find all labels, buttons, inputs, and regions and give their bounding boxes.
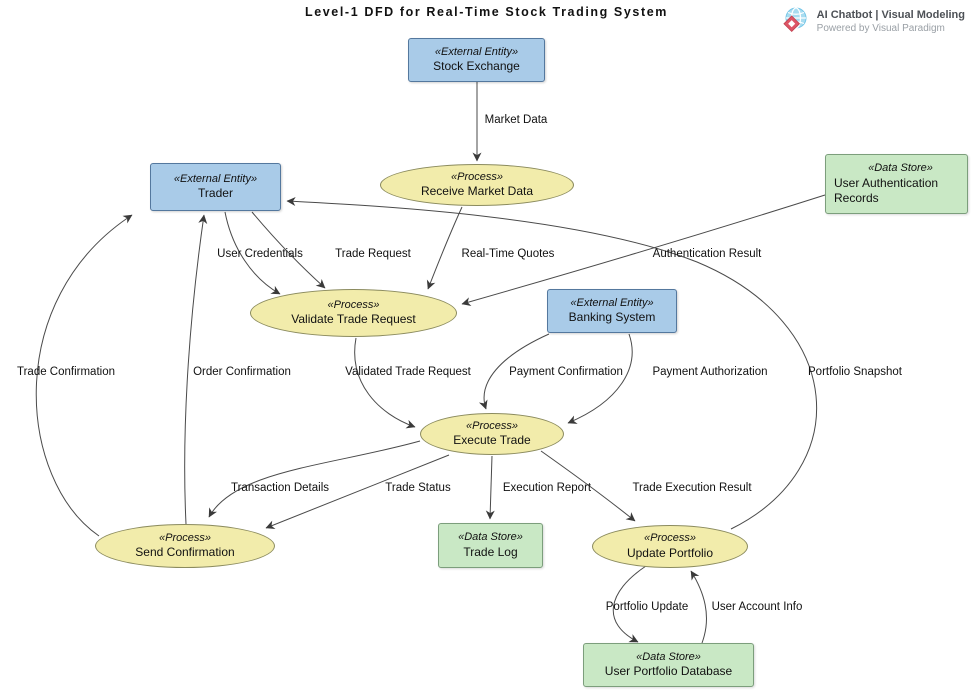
node-trader[interactable]: «External Entity»Trader <box>150 163 281 211</box>
node-stereotype: «External Entity» <box>570 296 654 309</box>
edge-execution-report <box>485 455 495 520</box>
edge-trade-status <box>265 454 450 530</box>
node-name: Execute Trade <box>453 433 531 448</box>
node-send-confirmation[interactable]: «Process»Send Confirmation <box>95 524 275 568</box>
edge-payment-authorization <box>567 333 633 424</box>
node-stereotype: «Data Store» <box>636 650 701 663</box>
edge-user-account-info <box>690 570 707 644</box>
edge-label-execution-report: Execution Report <box>502 482 592 494</box>
node-name: Update Portfolio <box>626 545 714 560</box>
edge-label-order-confirmation: Order Confirmation <box>193 366 291 378</box>
node-stereotype: «Process» <box>451 170 503 183</box>
edge-order-confirmation <box>184 214 208 525</box>
edge-portfolio-snapshot <box>286 196 818 530</box>
node-stereotype: «External Entity» <box>173 172 258 185</box>
node-name: User Authentication Records <box>834 175 939 205</box>
edge-label-validated-trade-request: Validated Trade Request <box>345 366 471 378</box>
node-name: Send Confirmation <box>135 545 235 560</box>
node-execute-trade[interactable]: «Process»Execute Trade <box>420 413 564 455</box>
branding-line2: Powered by Visual Paradigm <box>816 22 945 34</box>
edge-transaction-details <box>208 440 421 518</box>
edge-label-market-data: Market Data <box>484 114 548 126</box>
node-stereotype: «Process» <box>466 419 518 432</box>
edge-label-transaction-details: Transaction Details <box>230 482 330 494</box>
edge-label-user-account-info: User Account Info <box>711 601 803 613</box>
branding: AI Chatbot | Visual Modeling Powered by … <box>780 6 965 36</box>
node-user-portfolio-database[interactable]: «Data Store»User Portfolio Database <box>583 643 754 687</box>
node-stereotype: «Process» <box>159 531 211 544</box>
node-trade-log[interactable]: «Data Store»Trade Log <box>438 523 543 568</box>
node-banking-system[interactable]: «External Entity»Banking System <box>547 289 677 333</box>
node-name: Trade Log <box>463 544 518 559</box>
edge-label-portfolio-update: Portfolio Update <box>605 601 689 613</box>
edge-label-trade-status: Trade Status <box>385 482 451 494</box>
node-update-portfolio[interactable]: «Process»Update Portfolio <box>592 525 748 568</box>
node-name: Trader <box>198 186 233 201</box>
node-name: Receive Market Data <box>420 184 534 199</box>
edge-trade-request <box>251 211 326 289</box>
visual-paradigm-logo-icon <box>780 6 810 36</box>
edge-user-credentials <box>224 211 281 295</box>
node-receive-market-data[interactable]: «Process»Receive Market Data <box>380 164 574 206</box>
edge-label-trade-request: Trade Request <box>335 248 411 260</box>
node-user-authentication-records[interactable]: «Data Store»User Authentication Records <box>825 154 968 214</box>
node-stereotype: «Data Store» <box>458 531 523 544</box>
diagram-title: Level-1 DFD for Real-Time Stock Trading … <box>304 5 669 19</box>
node-stereotype: «External Entity» <box>434 45 519 58</box>
edge-label-payment-confirmation: Payment Confirmation <box>509 366 623 378</box>
edge-label-trade-confirmation: Trade Confirmation <box>16 366 116 378</box>
edge-label-trade-execution-result: Trade Execution Result <box>632 482 752 494</box>
node-stereotype: «Process» <box>644 532 696 545</box>
node-validate-trade-request[interactable]: «Process»Validate Trade Request <box>250 289 457 337</box>
edge-label-authentication-result: Authentication Result <box>652 248 762 260</box>
node-name: Stock Exchange <box>433 59 520 74</box>
node-name: Validate Trade Request <box>291 312 416 327</box>
node-stock-exchange[interactable]: «External Entity»Stock Exchange <box>408 38 545 82</box>
edge-trade-confirmation <box>35 214 133 537</box>
branding-text: AI Chatbot | Visual Modeling Powered by … <box>817 8 965 35</box>
edge-label-user-credentials: User Credentials <box>217 248 303 260</box>
edge-label-payment-authorization: Payment Authorization <box>652 366 768 378</box>
node-stereotype: «Data Store» <box>868 162 933 175</box>
edge-authentication-result <box>461 194 826 306</box>
branding-line1: AI Chatbot | Visual Modeling <box>816 8 965 21</box>
edge-label-real-time-quotes: Real-Time Quotes <box>461 248 555 260</box>
edge-payment-confirmation <box>478 333 550 410</box>
node-stereotype: «Process» <box>327 298 380 311</box>
edge-trade-execution-result <box>540 450 636 522</box>
edge-label-portfolio-snapshot: Portfolio Snapshot <box>808 366 902 378</box>
edge-validated-trade-request <box>354 337 416 429</box>
edge-real-time-quotes <box>426 206 463 290</box>
node-name: Banking System <box>568 310 656 325</box>
edge-portfolio-update <box>612 565 647 643</box>
node-name: User Portfolio Database <box>604 664 733 679</box>
